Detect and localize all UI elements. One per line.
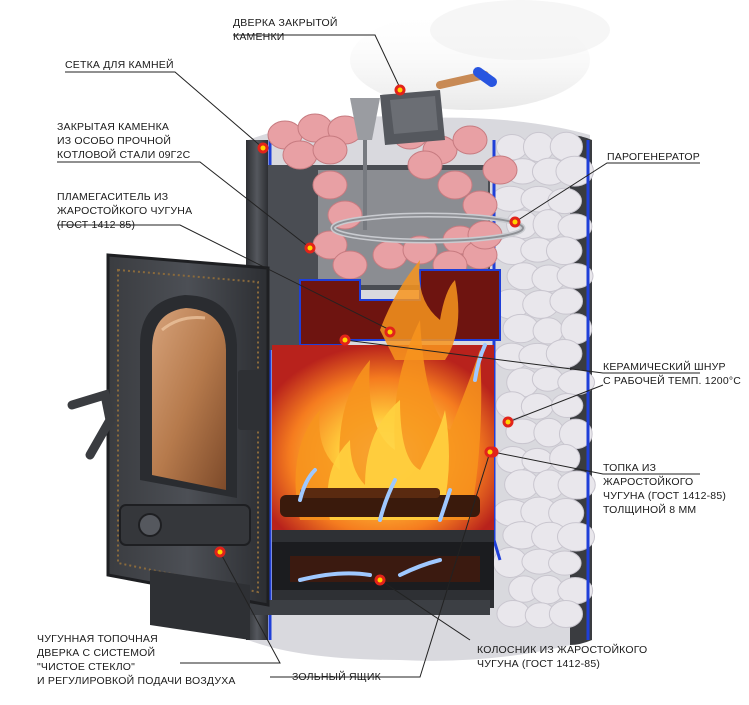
callout-marker — [339, 334, 351, 346]
label-closed-heater: ЗАКРЫТАЯ КАМЕНКА ИЗ ОСОБО ПРОЧНОЙ КОТЛОВ… — [57, 121, 191, 161]
white-stone — [551, 393, 584, 419]
pink-stone — [437, 170, 473, 200]
leader-lines — [57, 34, 700, 678]
grate-ash-area — [230, 530, 494, 615]
callout-marker — [384, 326, 396, 338]
label-ash-box: ЗОЛЬНЫЙ ЯЩИК — [292, 671, 381, 683]
label-grate: КОЛОСНИК ИЗ ЖАРОСТОЙКОГО ЧУГУНА (ГОСТ 14… — [477, 644, 648, 670]
white-stone — [548, 599, 584, 629]
white-stone — [556, 263, 594, 289]
marker-dot — [387, 329, 393, 335]
pink-stone — [372, 240, 408, 270]
white-stone — [549, 443, 581, 473]
air-flow-arrow — [298, 468, 317, 502]
marker-dot — [260, 145, 266, 151]
pink-stone — [482, 155, 518, 185]
callout-marker — [394, 84, 406, 96]
firebox-door — [67, 253, 270, 640]
pink-stones — [267, 113, 518, 280]
label-firebox-door: ЧУГУННАЯ ТОПОЧНАЯ ДВЕРКА С СИСТЕМОЙ "ЧИС… — [37, 633, 236, 687]
callout-marker — [374, 574, 386, 586]
pink-stone — [312, 170, 348, 200]
air-flow-arrow — [473, 343, 487, 382]
callout-marker — [484, 446, 496, 458]
label-steam-generator: ПАРОГЕНЕРАТОР — [607, 151, 700, 163]
marker-dot — [377, 577, 383, 583]
white-stone — [545, 236, 583, 266]
label-stone-mesh: СЕТКА ДЛЯ КАМНЕЙ — [65, 59, 174, 71]
white-stone — [522, 131, 555, 163]
white-stone — [549, 287, 584, 315]
marker-dot — [487, 449, 493, 455]
white-stones — [491, 131, 596, 629]
callout-markers — [214, 84, 521, 586]
air-flow-arrows — [148, 343, 487, 582]
pink-stone — [452, 125, 488, 155]
heater-door — [350, 67, 497, 230]
steam-generator-ring — [330, 212, 526, 244]
logs — [280, 488, 480, 517]
callout-marker — [304, 242, 316, 254]
pink-stone — [407, 150, 443, 180]
marker-dot — [217, 549, 223, 555]
steam-cloud — [350, 0, 610, 110]
label-cast-iron-firebox: ТОПКА ИЗ ЖАРОСТОЙКОГО ЧУГУНА (ГОСТ 1412-… — [603, 462, 727, 516]
marker-dot — [342, 337, 348, 343]
white-stone — [548, 550, 582, 576]
flame — [380, 260, 459, 360]
callout-marker — [502, 416, 514, 428]
label-heater-door: ДВЕРКА ЗАКРЫТОЙ КАМЕНКИ — [233, 17, 338, 43]
white-stone — [496, 599, 531, 628]
label-ceramic-cord: КЕРАМИЧЕСКИЙ ШНУР С РАБОЧЕЙ ТЕМП. 1200°С — [603, 361, 742, 387]
white-stone — [557, 470, 596, 500]
white-stone — [556, 522, 596, 552]
pink-stone — [312, 135, 348, 165]
white-stone — [545, 339, 583, 369]
callout-marker — [214, 546, 226, 558]
marker-dot — [505, 419, 511, 425]
air-flow-arrow — [398, 558, 442, 577]
callout-marker — [257, 142, 269, 154]
marker-dot — [512, 219, 518, 225]
pink-stone — [282, 140, 318, 170]
air-flow-arrow — [378, 478, 397, 522]
pink-stone — [332, 250, 368, 280]
label-flame-divider: ПЛАМЕГАСИТЕЛЬ ИЗ ЖАРОСТОЙКОГО ЧУГУНА (ГО… — [57, 191, 193, 231]
air-flow-arrow — [438, 488, 452, 522]
marker-dot — [397, 87, 403, 93]
callout-marker — [509, 216, 521, 228]
marker-dot — [307, 245, 313, 251]
air-flow-arrow — [298, 571, 372, 582]
